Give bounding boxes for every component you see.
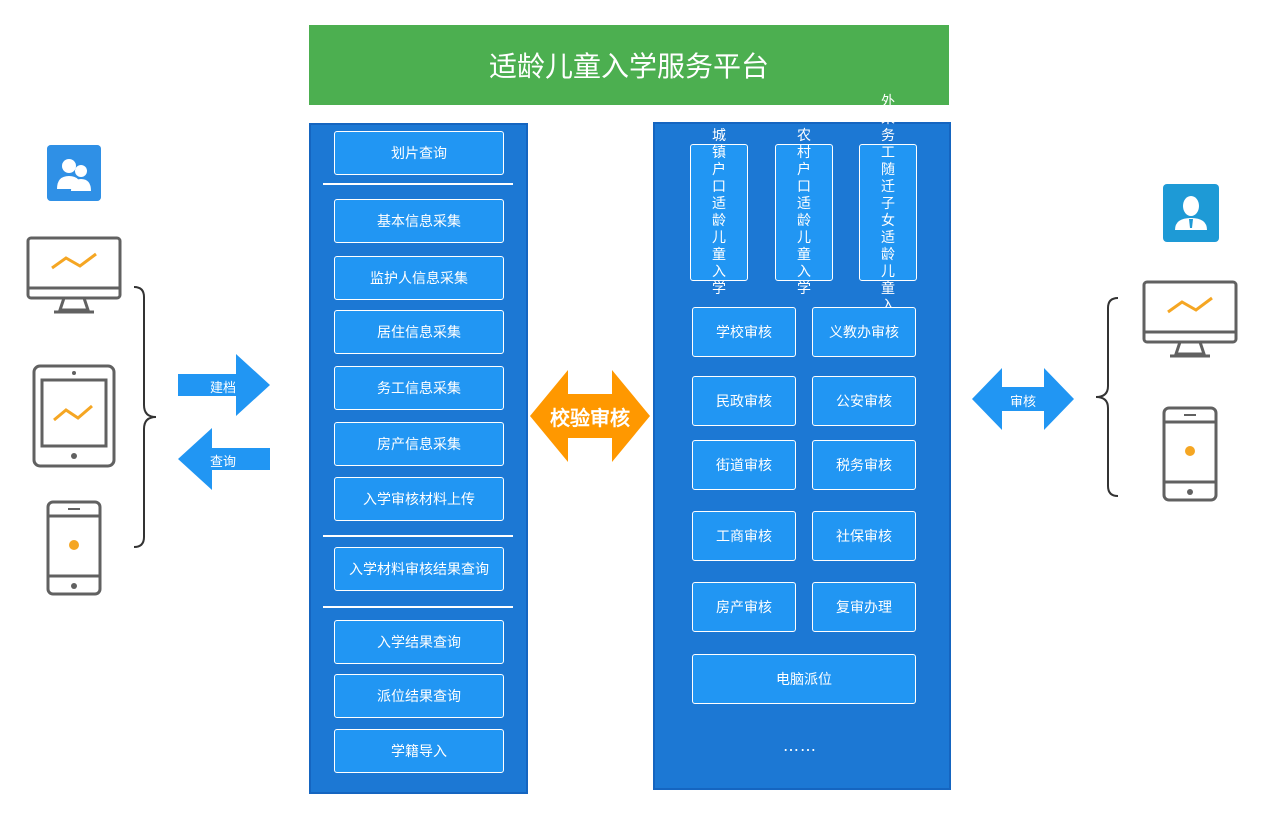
review-result-query-button[interactable]: 入学材料审核结果查询 — [334, 547, 504, 591]
admin-phone-icon — [1162, 406, 1218, 502]
device-group-brace — [132, 285, 158, 549]
admission-result-query-button[interactable]: 入学结果查询 — [334, 620, 504, 664]
archive-arrow — [178, 354, 270, 416]
tablet-icon — [32, 364, 116, 468]
more-ellipsis: …… — [783, 736, 817, 755]
street-review-button[interactable]: 街道审核 — [692, 440, 796, 490]
business-review-button[interactable]: 工商审核 — [692, 511, 796, 561]
divider — [323, 606, 513, 608]
social-security-review-button[interactable]: 社保审核 — [812, 511, 916, 561]
tax-review-button[interactable]: 税务审核 — [812, 440, 916, 490]
enrollment-import-button[interactable]: 学籍导入 — [334, 729, 504, 773]
public-security-review-button[interactable]: 公安审核 — [812, 376, 916, 426]
property-review-button[interactable]: 房产审核 — [692, 582, 796, 632]
placement-result-query-button[interactable]: 派位结果查询 — [334, 674, 504, 718]
civil-affairs-review-button[interactable]: 民政审核 — [692, 376, 796, 426]
guardian-info-button[interactable]: 监护人信息采集 — [334, 256, 504, 300]
category-label: 农村户口适龄儿童入学 — [797, 127, 811, 297]
platform-title: 适龄儿童入学服务平台 — [309, 25, 949, 105]
archive-label: 建档 — [210, 381, 237, 396]
employment-info-button[interactable]: 务工信息采集 — [334, 366, 504, 410]
re-review-button[interactable]: 复审办理 — [812, 582, 916, 632]
zone-query-button[interactable]: 划片查询 — [334, 131, 504, 175]
verify-review-label: 校验审核 — [550, 406, 630, 430]
query-label: 查询 — [210, 455, 237, 470]
education-office-review-button[interactable]: 义教办审核 — [812, 307, 916, 357]
divider — [323, 183, 513, 185]
residence-info-button[interactable]: 居住信息采集 — [334, 310, 504, 354]
query-arrow — [178, 428, 270, 490]
monitor-icon — [26, 236, 122, 316]
phone-icon — [46, 500, 102, 596]
rural-hukou-category: 农村户口适龄儿童入学 — [775, 128, 833, 297]
urban-hukou-category: 城镇户口适龄儿童入学 — [690, 128, 748, 297]
computer-placement-button[interactable]: 电脑派位 — [692, 654, 916, 704]
category-label: 城镇户口适龄儿童入学 — [712, 127, 726, 297]
admin-user-icon — [1163, 184, 1219, 242]
school-review-button[interactable]: 学校审核 — [692, 307, 796, 357]
divider — [323, 535, 513, 537]
material-upload-button[interactable]: 入学审核材料上传 — [334, 477, 504, 521]
review-arrow — [972, 368, 1074, 430]
group-user-icon — [47, 145, 101, 201]
property-info-button[interactable]: 房产信息采集 — [334, 422, 504, 466]
basic-info-button[interactable]: 基本信息采集 — [334, 199, 504, 243]
admin-monitor-icon — [1142, 280, 1238, 360]
admin-device-brace — [1094, 296, 1120, 498]
user-function-panel: 划片查询 基本信息采集 监护人信息采集 居住信息采集 务工信息采集 房产信息采集… — [309, 123, 528, 794]
verify-review-arrow — [530, 370, 650, 462]
review-label: 审核 — [1010, 395, 1037, 410]
